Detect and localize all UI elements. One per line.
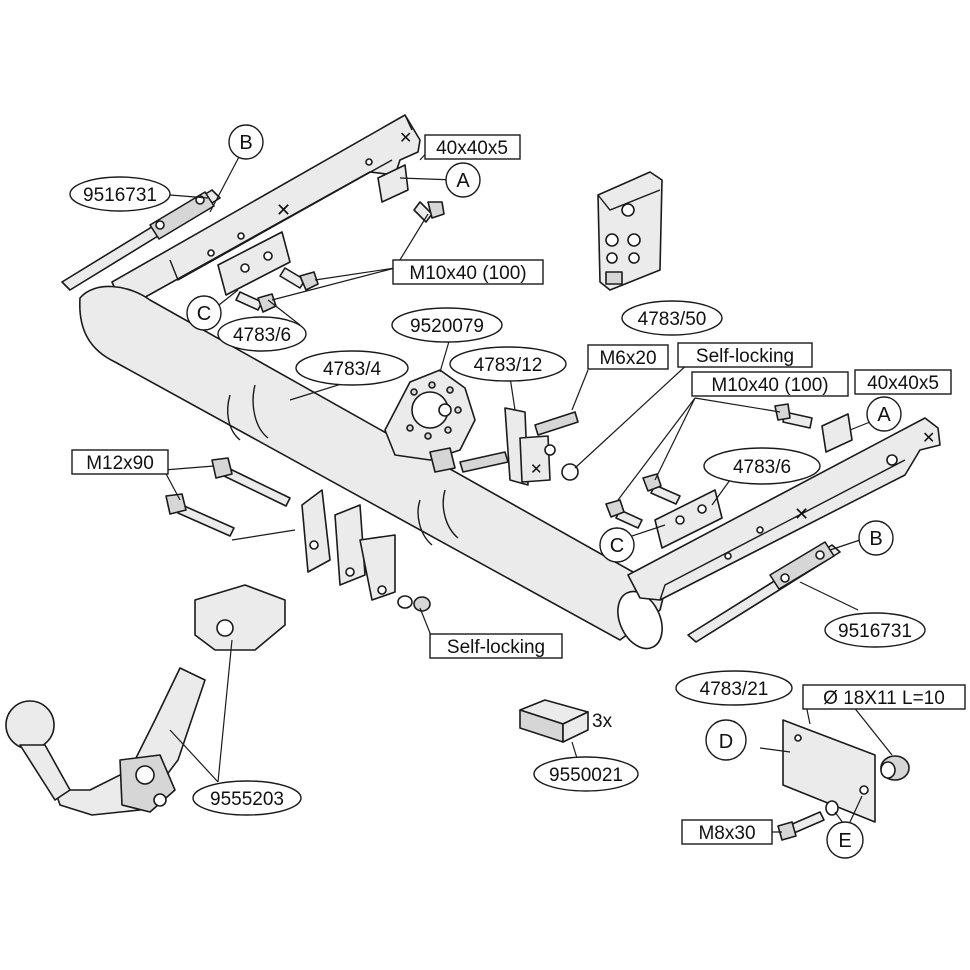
right-strip-bracket xyxy=(687,541,841,643)
x-mark-right-2: ✕ xyxy=(922,430,935,447)
x-mark-left-2: ✕ xyxy=(399,130,412,147)
callout-text: A xyxy=(877,404,891,426)
lower-center-bracket xyxy=(301,489,396,601)
label-text: M10x40 (100) xyxy=(409,263,526,284)
label-text: 40x40x5 xyxy=(867,373,939,394)
right-mounting-plate xyxy=(654,489,723,549)
right-small-plate xyxy=(821,413,853,453)
callout-text: B xyxy=(869,528,882,550)
x-mark-right-1: ✕ xyxy=(794,504,809,524)
callout-text: C xyxy=(610,535,624,557)
label-text: 4783/6 xyxy=(733,457,791,478)
label-m10-left: M10x40 (100) xyxy=(392,259,544,285)
right-side-member: ✕ ✕ xyxy=(627,417,941,601)
callout-text: E xyxy=(838,830,851,852)
socket-plate-9520079 xyxy=(384,369,476,473)
pad-9550021 xyxy=(519,699,589,743)
callout-b-left: B xyxy=(228,124,264,160)
left-mounting-plate xyxy=(217,231,291,296)
label-m10-right: M10x40 (100) xyxy=(691,371,849,397)
label-9516731-left: 9516731 xyxy=(69,176,171,212)
callout-b-right: B xyxy=(858,520,894,556)
label-text: 9555203 xyxy=(210,789,284,810)
callout-text: C xyxy=(197,303,211,325)
label-plate-left: 40x40x5 xyxy=(424,134,521,160)
label-9550021: 9550021 xyxy=(533,756,639,792)
m12-bolts xyxy=(165,457,291,537)
label-text: 9516731 xyxy=(838,621,912,642)
callout-text: D xyxy=(719,731,733,753)
towball-9555203 xyxy=(5,584,286,816)
label-spacer: Ø 18X11 L=10 xyxy=(802,684,966,710)
label-text: 40x40x5 xyxy=(436,138,508,159)
bottom-nuts xyxy=(397,595,431,612)
label-text: M6x20 xyxy=(599,348,656,369)
right-bolts xyxy=(605,403,813,529)
plate-4783-21 xyxy=(777,719,910,841)
left-side-member: ✕ ✕ xyxy=(111,114,421,301)
label-4783-6-left: 4783/6 xyxy=(217,316,307,352)
label-text: Self-locking xyxy=(696,346,794,367)
left-bolts xyxy=(235,201,445,313)
label-text: 4783/12 xyxy=(474,355,543,376)
label-m8: M8x30 xyxy=(681,819,773,845)
label-9555203: 9555203 xyxy=(192,780,302,816)
main-cross-tube xyxy=(79,285,666,650)
label-text: M12x90 xyxy=(86,453,154,474)
label-text: 9550021 xyxy=(549,765,623,786)
callout-c-left: C xyxy=(186,295,222,331)
label-4783-6-right: 4783/6 xyxy=(703,447,821,485)
cover-4783-50 xyxy=(597,171,663,291)
label-self-locking-bottom: Self-locking xyxy=(429,633,563,659)
x-mark-center: ✕ xyxy=(530,461,543,478)
callout-e: E xyxy=(826,821,864,859)
label-4783-12: 4783/12 xyxy=(449,346,567,382)
left-strip-bracket xyxy=(61,189,221,291)
label-text: M10x40 (100) xyxy=(711,375,828,396)
qty-label: 3x xyxy=(592,711,613,732)
label-4783-21: 4783/21 xyxy=(675,670,793,706)
leader-lines xyxy=(163,146,893,833)
label-text: 4783/6 xyxy=(233,325,291,346)
label-text: 9520079 xyxy=(410,316,484,337)
label-m6: M6x20 xyxy=(587,344,669,370)
callout-a-left: A xyxy=(445,162,481,198)
label-9520079: 9520079 xyxy=(391,307,503,343)
label-text: 9516731 xyxy=(83,185,157,206)
label-self-locking-top: Self-locking xyxy=(677,342,813,368)
callout-a-right: A xyxy=(866,396,902,432)
callout-text: B xyxy=(239,132,252,154)
label-4783-4: 4783/4 xyxy=(295,350,409,386)
label-text: Self-locking xyxy=(447,637,545,658)
label-text: 4783/50 xyxy=(638,309,707,330)
callout-d: D xyxy=(705,719,747,761)
center-bracket-4783-12: ✕ xyxy=(459,407,579,486)
label-text: Ø 18X11 L=10 xyxy=(823,688,945,709)
label-9516731-right: 9516731 xyxy=(824,612,926,648)
label-plate-right: 40x40x5 xyxy=(854,369,952,395)
x-mark-left-1: ✕ xyxy=(276,200,291,220)
callout-text: A xyxy=(456,170,470,192)
callout-c-right: C xyxy=(599,527,635,563)
label-text: 4783/21 xyxy=(700,679,769,700)
label-m12: M12x90 xyxy=(71,449,169,475)
label-text: 4783/4 xyxy=(323,359,382,380)
label-4783-50: 4783/50 xyxy=(621,300,723,336)
label-text: M8x30 xyxy=(698,823,755,844)
left-small-plate xyxy=(377,164,409,203)
